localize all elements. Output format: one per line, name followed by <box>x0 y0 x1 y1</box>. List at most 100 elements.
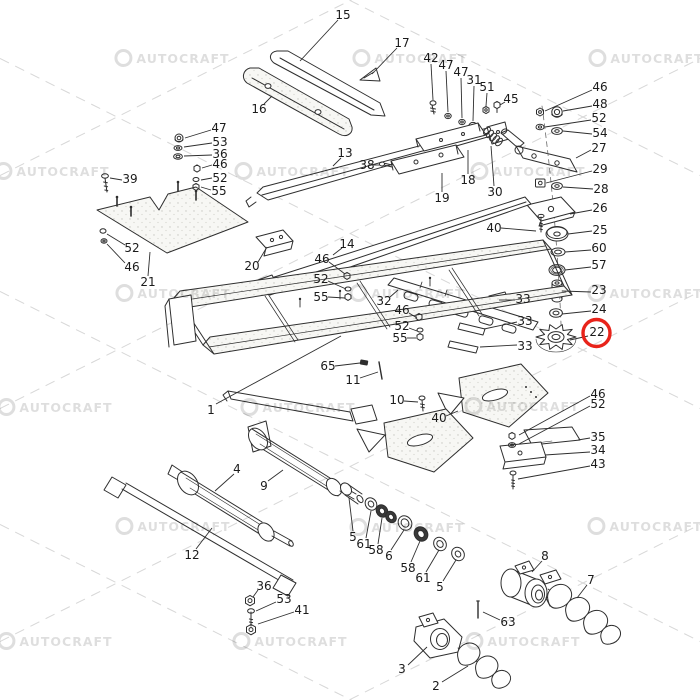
highlight-circle-22 <box>581 317 612 349</box>
part-42-fastener-row <box>429 100 501 131</box>
leader-line <box>257 246 268 263</box>
leader-line <box>567 230 593 235</box>
leader-line <box>562 130 593 135</box>
part-label-30: 30 <box>487 185 502 199</box>
leader-line <box>327 280 347 290</box>
part-label-45: 45 <box>503 92 518 106</box>
part-39-bolt <box>101 173 109 193</box>
part-label-35: 35 <box>590 430 605 444</box>
leader-line <box>518 395 591 436</box>
leader-line <box>499 101 506 106</box>
leader-line <box>485 92 488 107</box>
part-label-40: 40 <box>486 221 501 235</box>
leader-line <box>576 584 588 599</box>
part-label-24: 24 <box>591 302 606 316</box>
part-18-plate <box>415 122 487 152</box>
part-label-7: 7 <box>587 573 595 587</box>
leader-line <box>562 186 594 190</box>
leader-line <box>479 344 518 348</box>
part-label-29: 29 <box>592 162 607 176</box>
leader-line <box>445 410 459 417</box>
leader-line <box>442 559 457 582</box>
part-label-61: 61 <box>415 571 430 585</box>
leader-line <box>252 589 259 598</box>
leader-line <box>183 154 213 157</box>
part-label-33: 33 <box>517 314 532 328</box>
leader-line <box>257 611 295 625</box>
leader-line <box>408 327 418 332</box>
leader-line <box>183 142 213 148</box>
leader-line <box>500 227 537 232</box>
part-label-5: 5 <box>436 580 444 594</box>
part-19-plate <box>390 144 465 175</box>
part-label-28: 28 <box>593 182 608 196</box>
part-label-3: 3 <box>398 662 406 676</box>
leader-line <box>544 119 592 128</box>
part-label-60: 60 <box>591 241 606 255</box>
part-5-61-58-6-bearing-stack <box>339 482 465 562</box>
part-label-47: 47 <box>211 121 226 135</box>
part-label-46: 46 <box>592 80 607 94</box>
leader-line <box>377 517 383 545</box>
part-label-34: 34 <box>590 443 605 457</box>
part-label-39: 39 <box>122 172 137 186</box>
part-label-52: 52 <box>394 319 409 333</box>
part-label-16: 16 <box>251 102 266 116</box>
leader-line <box>408 312 418 319</box>
leader-line <box>544 451 591 456</box>
leader-line <box>545 170 593 184</box>
leader-line <box>482 611 501 621</box>
leader-line <box>517 465 591 480</box>
leader-line <box>147 251 151 277</box>
leader-line <box>472 85 475 122</box>
part-label-63: 63 <box>500 615 515 629</box>
part-label-55: 55 <box>211 184 226 198</box>
part-40-stud <box>537 213 545 233</box>
part-63-pin <box>476 600 480 619</box>
leader-line <box>195 527 213 550</box>
part-label-17: 17 <box>394 36 409 50</box>
leader-line <box>348 497 354 532</box>
part-label-10: 10 <box>389 393 404 407</box>
part-label-2: 2 <box>432 679 440 693</box>
part-label-22: 22 <box>589 325 604 339</box>
leader-line <box>201 164 213 169</box>
part-label-11: 11 <box>345 373 360 387</box>
part-label-53: 53 <box>212 135 227 149</box>
part-label-41: 41 <box>294 603 309 617</box>
part-label-5: 5 <box>349 530 357 544</box>
leader-line <box>389 289 399 298</box>
leader-line <box>518 405 591 445</box>
part-label-61: 61 <box>356 537 371 551</box>
part-label-46: 46 <box>314 252 329 266</box>
leader-line <box>410 540 421 563</box>
part-7-auger <box>547 583 621 645</box>
part-10-bolt <box>418 395 426 412</box>
part-25-mount <box>545 226 569 242</box>
part-label-52: 52 <box>124 241 139 255</box>
leader-line <box>215 335 342 405</box>
part-label-21: 21 <box>140 275 155 289</box>
leader-line <box>255 601 277 612</box>
leader-line <box>109 177 123 181</box>
part-label-9: 9 <box>260 479 268 493</box>
part-label-47: 47 <box>438 58 453 72</box>
leader-line <box>214 473 235 492</box>
leader-line <box>577 437 591 441</box>
part-label-20: 20 <box>244 259 259 273</box>
part-label-42: 42 <box>423 51 438 65</box>
part-label-51: 51 <box>479 80 494 94</box>
lattice-line <box>0 291 700 642</box>
part-label-8: 8 <box>541 549 549 563</box>
part-label-14: 14 <box>339 237 354 251</box>
leader-line <box>441 665 469 683</box>
part-label-46: 46 <box>124 260 139 274</box>
lattice-line <box>0 58 700 409</box>
part-label-53: 53 <box>276 592 291 606</box>
lattice-line <box>0 0 353 176</box>
part-17-clip <box>359 67 381 82</box>
part-label-57: 57 <box>591 258 606 272</box>
leader-line <box>561 290 592 293</box>
leader-line <box>371 47 398 75</box>
leader-line <box>267 469 284 482</box>
